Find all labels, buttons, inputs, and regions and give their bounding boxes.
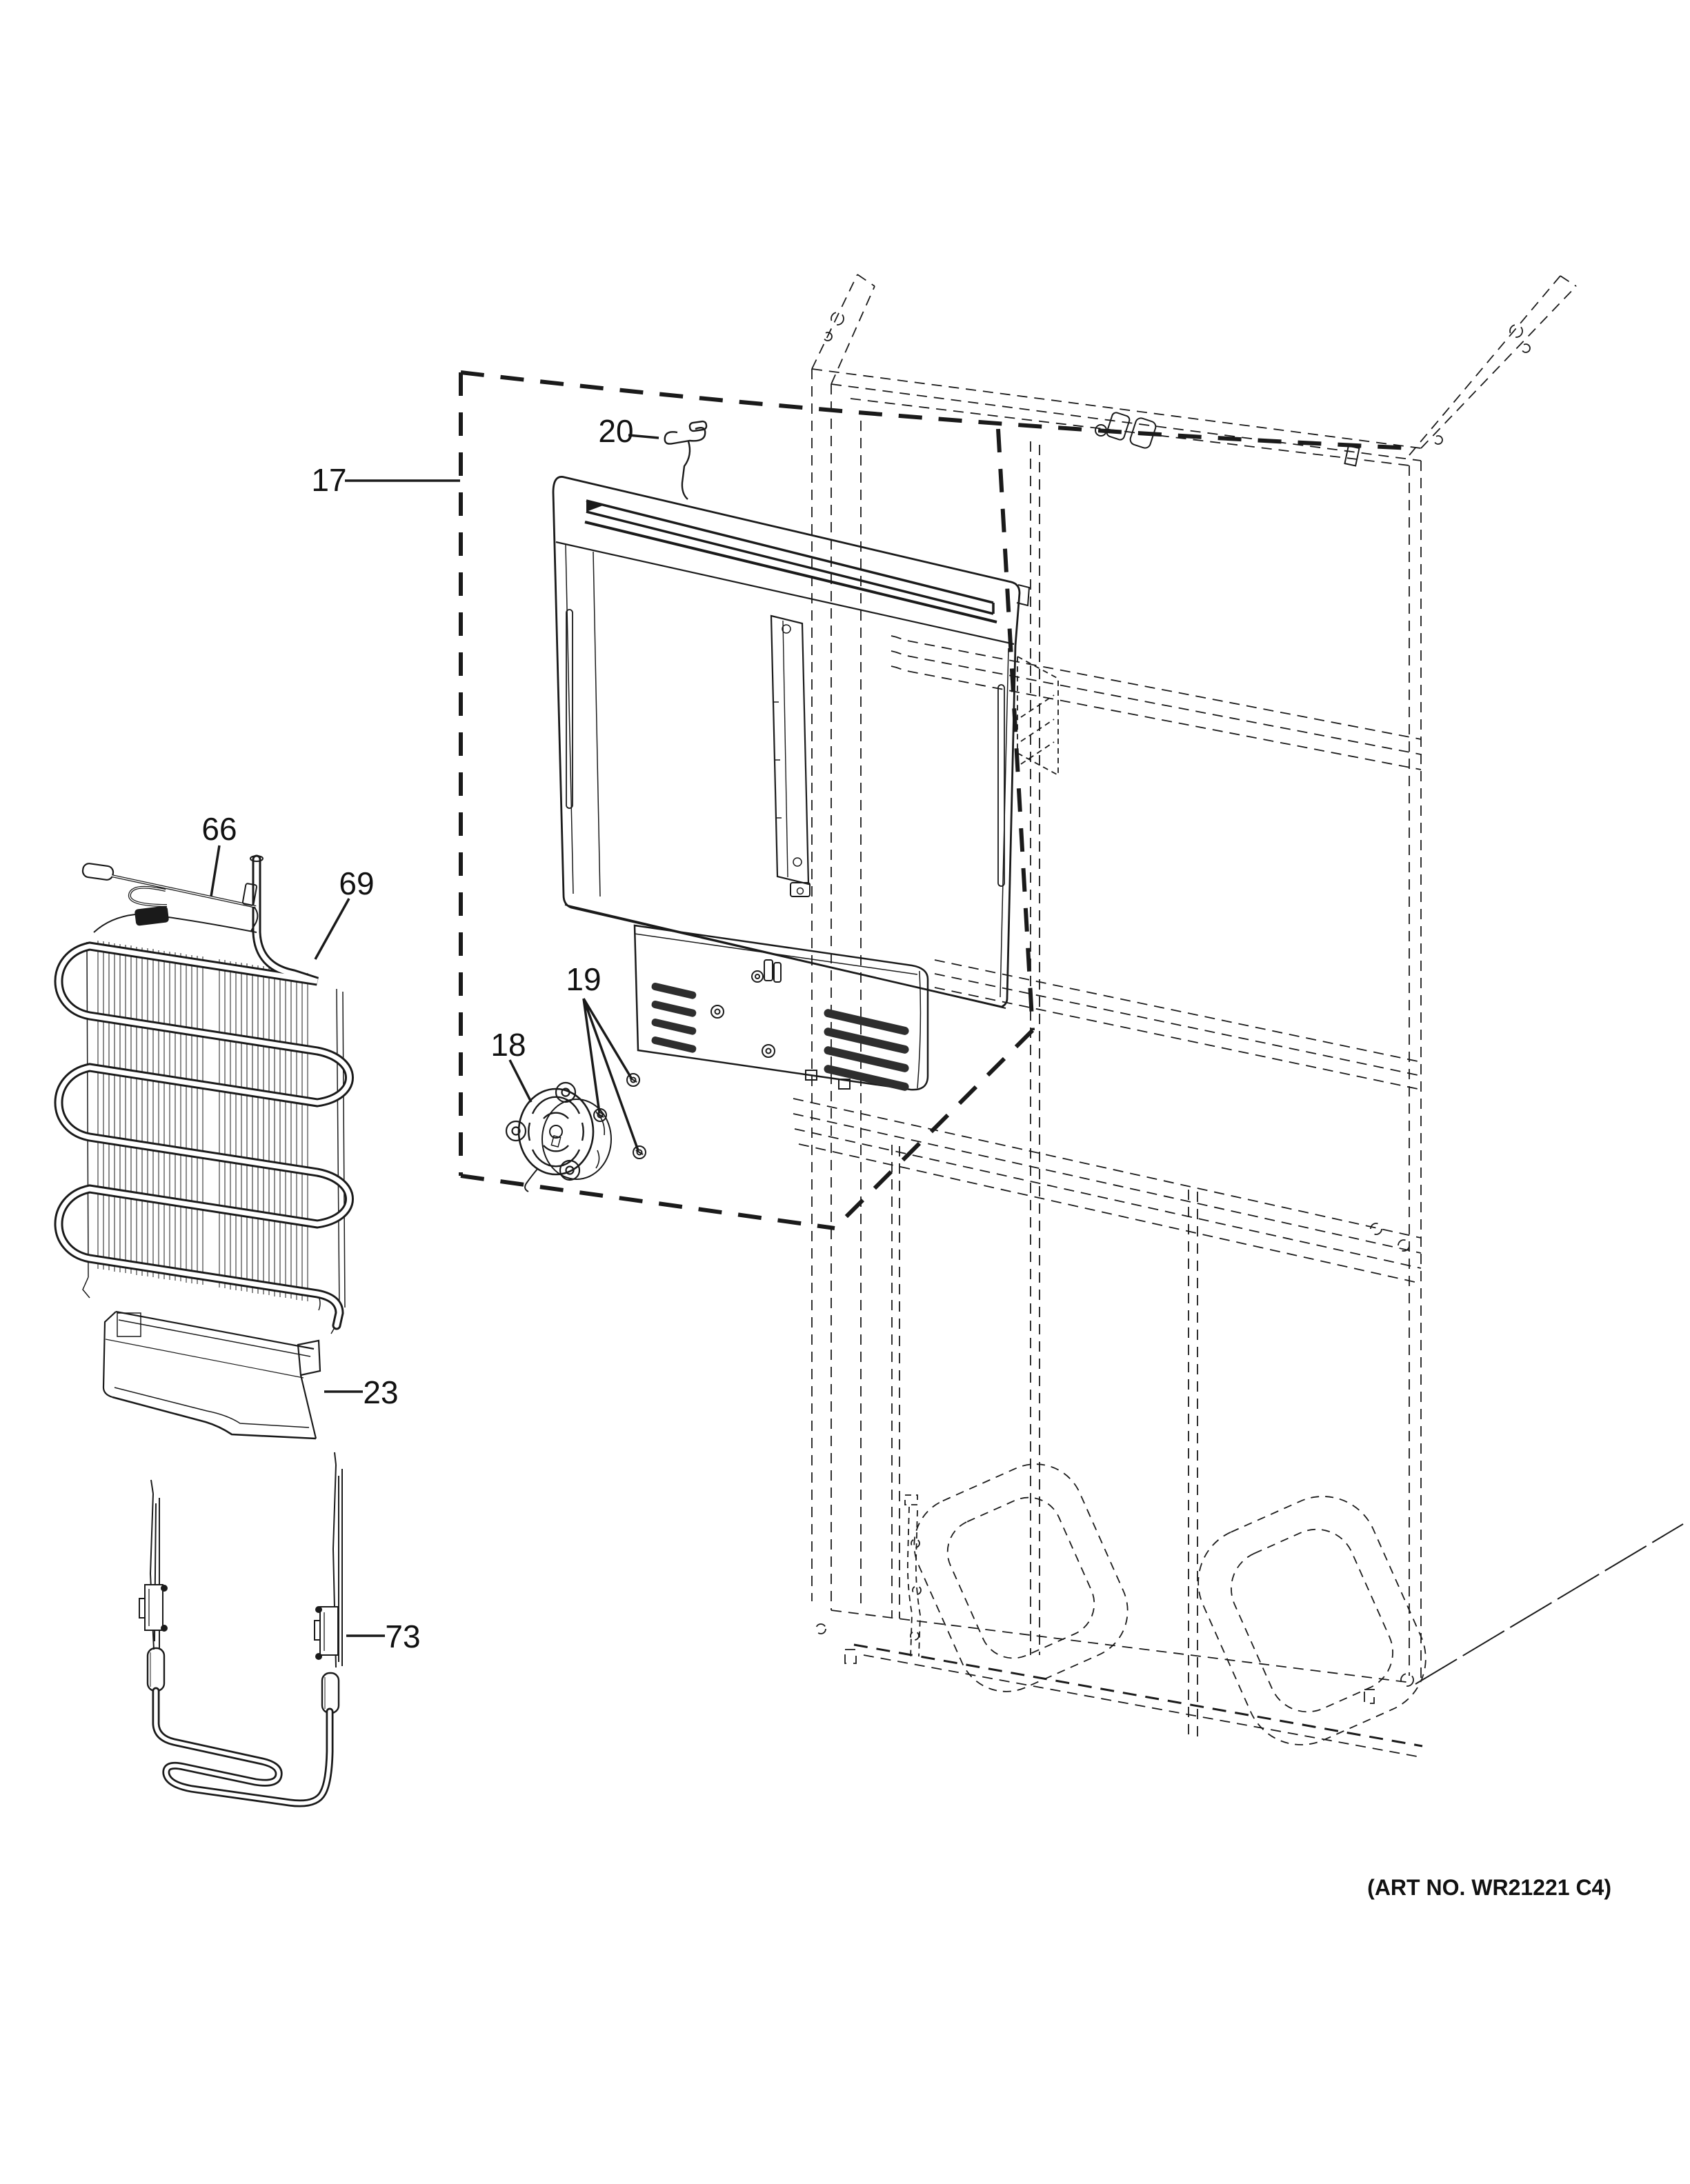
evaporator-coil xyxy=(54,854,354,1334)
evaporator-fins xyxy=(97,941,308,1301)
callout-17-boundary xyxy=(459,370,1413,1230)
callout-labels: 17 18 19 20 23 66 69 73 xyxy=(201,413,633,1654)
art-number: (ART NO. WR21221 C4) xyxy=(1367,1875,1611,1900)
evaporator-fan xyxy=(505,1081,612,1192)
retainer-clip xyxy=(664,420,708,500)
callout-label-66: 66 xyxy=(201,811,237,847)
fan-mounting-screws xyxy=(593,1073,646,1159)
callout-label-23: 23 xyxy=(363,1374,398,1410)
drain-trough xyxy=(102,1310,321,1440)
refrigerator-cabinet-outline xyxy=(793,274,1684,1758)
cover-center-channel xyxy=(770,614,811,897)
evaporator-cover-panel xyxy=(552,476,1059,1009)
cover-side-bracket xyxy=(1017,655,1059,777)
capillary-clamp xyxy=(135,905,169,926)
callout-label-20: 20 xyxy=(598,413,633,449)
callout-label-19: 19 xyxy=(566,961,601,997)
defrost-heater xyxy=(139,1452,343,1807)
defrost-sensor xyxy=(81,863,259,932)
louver-slots xyxy=(651,982,909,1091)
vent-grille-panel xyxy=(633,924,929,1091)
callout-label-69: 69 xyxy=(339,865,374,901)
callout-label-17: 17 xyxy=(311,462,346,498)
callout-label-73: 73 xyxy=(385,1619,420,1654)
callout-label-18: 18 xyxy=(490,1027,526,1063)
leader-lines xyxy=(210,434,659,1637)
fan-mounting-ears xyxy=(505,1081,581,1181)
fan-wire xyxy=(524,1168,539,1192)
